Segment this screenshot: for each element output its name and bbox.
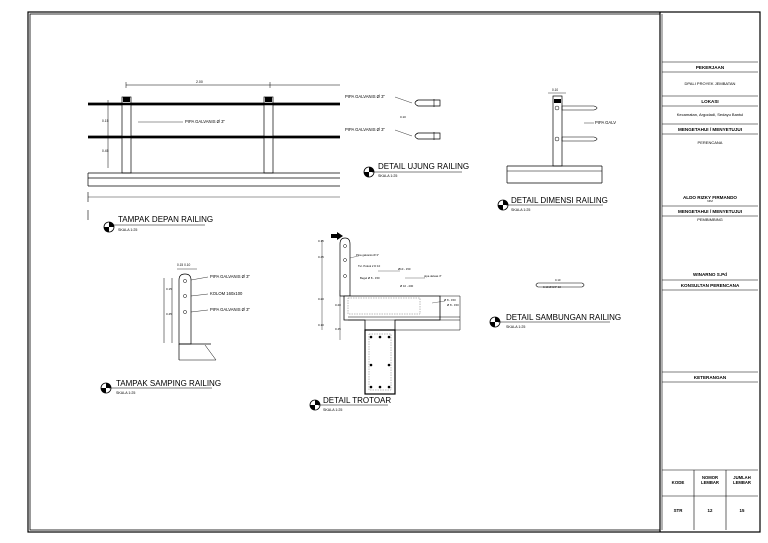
- lokasi-label: LOKASI: [701, 99, 719, 104]
- title-block-grid: [661, 14, 758, 530]
- jumlah-value: 15: [739, 508, 745, 513]
- nomor-label-line-1: NOMOR: [701, 475, 719, 480]
- label-pipe-depan: PIPA GALVANIS Ø 3": [185, 119, 225, 124]
- dim-trotoar-4: 0.10: [318, 323, 324, 327]
- lokasi-value: Kecamatan, Argodadi, Sedayu Bantul: [676, 112, 744, 117]
- label-ujung-2: PIPA GALVANIS Ø 3": [345, 127, 385, 132]
- label-samping-1: PIPA GALVANIS Ø 3": [210, 274, 250, 279]
- dim-ujung: 0.10: [400, 115, 406, 119]
- dim-top-samping: 0.15 0.10: [177, 263, 191, 267]
- title-detail-sambungan: DETAIL SAMBUNGAN RAILING SKALA 1:25: [489, 313, 621, 329]
- title-detail-dimensi: DETAIL DIMENSI RAILING SKALA 1:25: [497, 196, 608, 212]
- pekerjaan-label: PEKERJAAN: [695, 65, 725, 70]
- dim-top-dimensi: 0.10: [552, 88, 558, 92]
- dim-trotoar-2: 0.45: [318, 255, 324, 259]
- scale-text-ujung: SKALA 1:25: [378, 174, 397, 178]
- label-trotoar-2: Tul. Pokok 2 D 10: [358, 264, 381, 268]
- jumlah-label-line-2: LEMBAR: [733, 480, 751, 486]
- konsultan-label: KONSULTAN PERENCANA: [680, 283, 740, 288]
- label-samping-2: KOLOM 160x100: [210, 291, 243, 296]
- scale-text-sambungan: SKALA 1:25: [506, 325, 525, 329]
- label-samping-3: PIPA GALVANIS Ø 3": [210, 307, 250, 312]
- title-tampak-samping: TAMPAK SAMPING RAILING SKALA 1:25: [100, 379, 221, 395]
- nomor-lembar-label: NOMOR LEMBAR: [694, 475, 726, 485]
- mengetahui-label-1: MENGETAHUI / MENYETUJUI: [678, 127, 742, 132]
- dim-b-samping: 0.45: [166, 312, 172, 316]
- title-text-samping: TAMPAK SAMPING RAILING: [116, 379, 221, 388]
- label-trotoar-4: Begel Ø 8 - 150: [360, 276, 380, 280]
- label-dimensi: PIPA GALV: [595, 120, 616, 125]
- label-trotoar-6: Ø 10 - 200: [400, 284, 414, 288]
- label-trotoar-1: Pipa galvanis Ø 3": [356, 253, 379, 257]
- tampak-samping-railing: 0.15 0.10 0.15 0.45 PIPA GALVANIS Ø 3" K…: [163, 263, 250, 361]
- kode-label: KODE: [671, 480, 685, 485]
- label-trotoar-5: pipa deluas 3": [424, 274, 442, 278]
- title-text-dimensi: DETAIL DIMENSI RAILING: [511, 196, 608, 205]
- scale-text-trotoar: SKALA 1:25: [323, 408, 342, 412]
- dim-top-depan: 2.00: [196, 80, 203, 84]
- pembimbing-label: PEMBIMBING: [697, 217, 723, 222]
- scale-text-depan: SKALA 1:25: [118, 228, 137, 232]
- dim-trotoar-3: 0.20: [318, 297, 324, 301]
- pembimbing-name: WINARNO S.Pd: [693, 272, 727, 277]
- dim-sambungan-1: 0.10: [555, 278, 561, 282]
- dim-trotoar-5: 0.20: [335, 303, 341, 307]
- keterangan-label: KETERANGAN: [693, 375, 727, 380]
- label-trotoar-8: Ø 8 - 150: [447, 303, 459, 307]
- label-trotoar-7: Ø 8 - 150: [444, 298, 456, 302]
- perencana-label: PERENCANA: [697, 140, 723, 145]
- outer-border: [27, 11, 761, 533]
- title-text-ujung: DETAIL UJUNG RAILING: [378, 162, 469, 171]
- title-tampak-depan: TAMPAK DEPAN RAILING SKALA 1:25: [103, 215, 213, 233]
- scale-text-samping: SKALA 1:25: [116, 391, 135, 395]
- dim-trotoar-6: 0.45: [335, 327, 341, 331]
- tampak-depan-railing: 2.00 0.15 0.45 PIPA GALVANIS Ø 3": [87, 80, 340, 220]
- detail-dimensi-railing: 0.10 PIPA GALV: [506, 88, 616, 184]
- scale-text-dimensi: SKALA 1:25: [511, 208, 530, 212]
- jumlah-lembar-label: JUMLAH LEMBAR: [726, 475, 758, 485]
- perencana-name: ALDO RIZKY FIRMANDO: [682, 195, 738, 200]
- title-detail-ujung: DETAIL UJUNG RAILING SKALA 1:25: [363, 162, 469, 178]
- title-text-trotoar: DETAIL TROTOAR: [323, 396, 391, 405]
- title-text-depan: TAMPAK DEPAN RAILING: [118, 215, 213, 224]
- kode-value: STR: [673, 508, 683, 513]
- nomor-value: 12: [707, 508, 713, 513]
- detail-ujung-railing: PIPA GALVANIS Ø 3" PIPA GALVANIS Ø 3" 0.…: [345, 94, 441, 140]
- perencana-nim: NIM: [707, 199, 713, 203]
- dim-b-depan: 0.45: [102, 149, 109, 153]
- dim-a-depan: 0.15: [102, 119, 109, 123]
- mengetahui-label-2: MENGETAHUI / MENYETUJUI: [678, 209, 742, 214]
- dim-trotoar-1: 0.15: [318, 239, 324, 243]
- title-detail-trotoar: DETAIL TROTOAR SKALA 1:25: [309, 396, 391, 412]
- title-text-sambungan: DETAIL SAMBUNGAN RAILING: [506, 313, 621, 322]
- label-ujung-1: PIPA GALVANIS Ø 3": [345, 94, 385, 99]
- pekerjaan-value: DPALI PROYEK JEMBATAN: [684, 81, 736, 86]
- jumlah-label-line-1: JUMLAH: [733, 475, 751, 480]
- detail-trotoar: 0.15 0.45 0.20 0.10 0.20 0.45 Pipa galva…: [318, 232, 461, 395]
- detail-sambungan-railing: 0.10 0.10 Ø 3/4" 10: [535, 278, 585, 289]
- label-trotoar-3: Ø10 - 150: [398, 267, 411, 271]
- dim-a-samping: 0.15: [166, 287, 172, 291]
- nomor-label-line-2: LEMBAR: [701, 480, 719, 486]
